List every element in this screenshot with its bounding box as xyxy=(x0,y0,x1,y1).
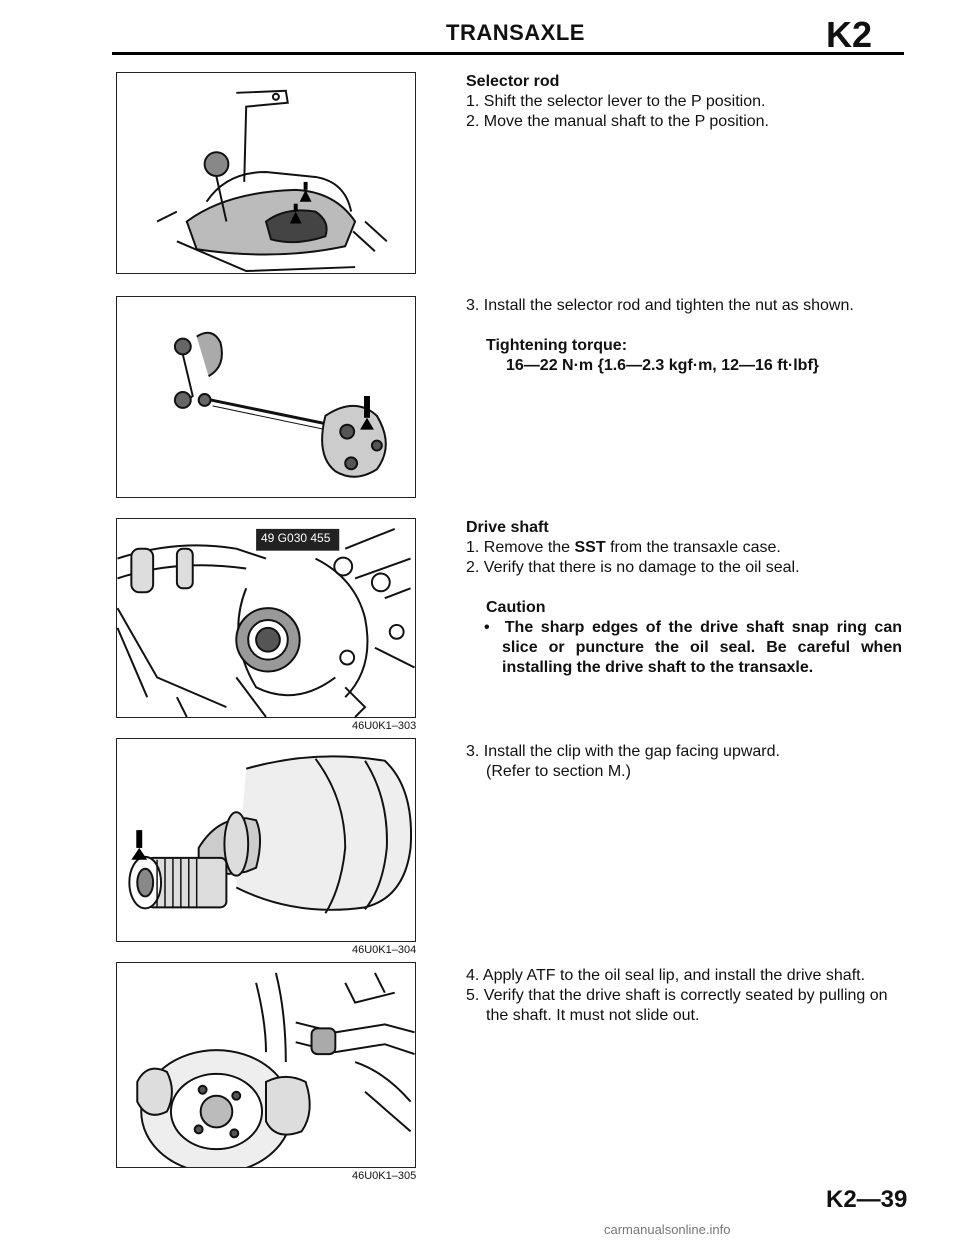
figure-code-304: 46U0K1–304 xyxy=(352,944,417,956)
selector-rod-section: Selector rod 1. Shift the selector lever… xyxy=(466,72,769,132)
drive-shaft-step-4: 4. Apply ATF to the oil seal lip, and in… xyxy=(466,967,866,984)
drive-shaft-heading: Drive shaft xyxy=(466,519,549,536)
drive-shaft-step-2: 2. Verify that there is no damage to the… xyxy=(466,559,800,576)
selector-rod-step-3: 3. Install the selector rod and tighten … xyxy=(466,297,854,314)
drive-shaft-end-illustration xyxy=(128,755,413,914)
figure-selector-lever xyxy=(116,72,416,274)
caution-text: The sharp edges of the drive shaft snap … xyxy=(502,619,903,676)
torque-label: Tightening torque: xyxy=(486,337,628,354)
caution-bullet: • xyxy=(484,619,490,636)
figure-code-303: 46U0K1–303 xyxy=(352,720,417,732)
drive-shaft-step-1: 1. Remove the SST from the transaxle cas… xyxy=(466,538,902,558)
drive-shaft-step-3-ref: (Refer to section M.) xyxy=(486,763,631,780)
caution-item: • The sharp edges of the drive shaft sna… xyxy=(466,618,902,678)
selector-rod-heading: Selector rod xyxy=(466,73,560,90)
page-number: K2—39 xyxy=(826,1186,908,1213)
watermark: carmanualsonline.info xyxy=(604,1222,731,1237)
caution-heading: Caution xyxy=(486,599,546,616)
header-rule xyxy=(112,52,904,55)
selector-rod-illustration xyxy=(173,331,387,478)
drive-shaft-step-5: 5. Verify that the drive shaft is correc… xyxy=(466,987,888,1024)
section-code: K2 xyxy=(826,14,873,55)
selector-lever-illustration xyxy=(156,89,388,273)
transaxle-case-illustration xyxy=(117,527,415,717)
selector-rod-install-section: 3. Install the selector rod and tighten … xyxy=(466,296,854,376)
selector-rod-step-2: 2. Move the manual shaft to the P positi… xyxy=(466,113,769,130)
drive-shaft-install-section: 4. Apply ATF to the oil seal lip, and in… xyxy=(466,966,906,1026)
figure-code-305: 46U0K1–305 xyxy=(352,1170,417,1182)
figure-selector-rod xyxy=(116,296,416,498)
selector-rod-step-1: 1. Shift the selector lever to the P pos… xyxy=(466,93,766,110)
drive-shaft-step-3: 3. Install the clip with the gap facing … xyxy=(466,743,780,760)
sst-term: SST xyxy=(574,539,606,556)
figure-transaxle-case-sst: 49 G030 455 xyxy=(116,518,416,718)
figure-install-drive-shaft xyxy=(116,962,416,1168)
drive-shaft-section: Drive shaft 1. Remove the SST from the t… xyxy=(466,518,902,678)
install-drive-shaft-illustration xyxy=(136,972,415,1167)
step-1-suffix: from the transaxle case. xyxy=(605,539,781,556)
page-header-title: TRANSAXLE xyxy=(446,20,585,45)
sst-label-box xyxy=(256,528,340,551)
sst-tool-label: 49 G030 455 xyxy=(261,531,331,545)
clip-install-section: 3. Install the clip with the gap facing … xyxy=(466,742,902,782)
torque-value: 16—22 N·m {1.6—2.3 kgf·m, 12—16 ft·lbf} xyxy=(506,357,819,374)
figure-drive-shaft-end xyxy=(116,738,416,942)
step-1-prefix: 1. Remove the xyxy=(466,539,575,556)
